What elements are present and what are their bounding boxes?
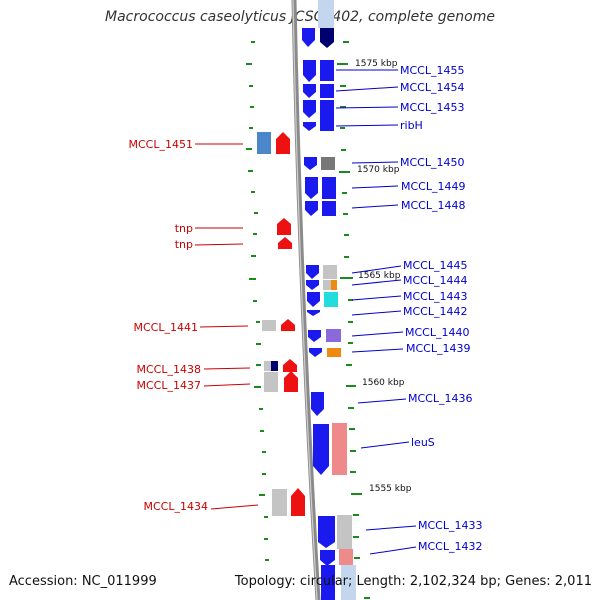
gene-leuS-b[interactable]: [332, 423, 347, 475]
gene-label[interactable]: MCCL_1436: [408, 392, 472, 405]
gene-MCCL_1439-b[interactable]: [327, 348, 341, 357]
gene-MCCL_1451-a[interactable]: [257, 132, 271, 154]
gene-label[interactable]: MCCL_1439: [406, 342, 470, 355]
gene-arrow-top-2[interactable]: [320, 28, 334, 48]
gene-MCCL_1439[interactable]: [309, 348, 322, 357]
gene-label[interactable]: ribH: [400, 119, 423, 132]
gene-MCCL_1444-b[interactable]: [323, 280, 331, 290]
scale-label: 1575 kbp: [355, 59, 398, 69]
gene-MCCL_1450[interactable]: [304, 157, 317, 170]
gene-ribH[interactable]: [303, 122, 316, 131]
gene-bottom-blue[interactable]: [321, 565, 335, 600]
gene-MCCL_1440-b[interactable]: [326, 329, 341, 342]
gene-MCCL_1433[interactable]: [318, 516, 335, 548]
gene-MCCL_1448-b[interactable]: [322, 201, 336, 216]
top-partial-genes: [302, 0, 334, 48]
gene-bottom-light[interactable]: [341, 565, 356, 600]
gene-MCCL_1449-b[interactable]: [322, 177, 336, 199]
gene-MCCL_1440[interactable]: [308, 330, 321, 342]
gene-label[interactable]: MCCL_1448: [401, 199, 465, 212]
gene-label[interactable]: MCCL_1444: [403, 274, 467, 287]
gene-label[interactable]: MCCL_1434: [144, 500, 208, 513]
gene-MCCL_1441[interactable]: [281, 319, 295, 331]
reverse-gene-labels: MCCL_1451 tnp tnp MCCL_1441 MCCL_1438 MC…: [129, 138, 208, 513]
gene-tnp-1[interactable]: [277, 218, 291, 235]
gene-MCCL_1450-b[interactable]: [321, 157, 335, 170]
gene-MCCL_1434-a[interactable]: [272, 489, 287, 516]
gene-MCCL_1445-b[interactable]: [323, 265, 337, 279]
gene-MCCL_1436[interactable]: [311, 392, 324, 416]
map-title: Macrococcus caseolyticus JCSC5402, compl…: [105, 9, 495, 25]
gene-MCCL_1443[interactable]: [307, 292, 320, 307]
gene-MCCL_1432-b[interactable]: [339, 549, 353, 565]
genome-backbone: [291, 0, 321, 600]
gene-MCCL_1449[interactable]: [305, 177, 318, 199]
gene-label[interactable]: MCCL_1450: [400, 156, 464, 169]
gene-label[interactable]: MCCL_1445: [403, 259, 467, 272]
genome-backbone-highlight: [292, 0, 318, 600]
gene-top-right-light[interactable]: [318, 0, 334, 28]
gene-MCCL_1443-b[interactable]: [324, 292, 338, 307]
gene-MCCL_1448[interactable]: [305, 201, 318, 216]
gene-label[interactable]: MCCL_1454: [400, 81, 464, 94]
gene-MCCL_1453[interactable]: [303, 100, 316, 118]
reverse-leader-lines: [194, 143, 259, 510]
gene-MCCL_1455[interactable]: [303, 60, 316, 82]
gene-MCCL_1438-b[interactable]: [271, 361, 278, 371]
scale-labels: 1575 kbp 1570 kbp 1565 kbp 1560 kbp 1555…: [355, 59, 412, 494]
gene-MCCL_1441-a[interactable]: [262, 320, 276, 331]
gene-label[interactable]: MCCL_1438: [137, 363, 201, 376]
tick-marks-left: [246, 41, 269, 561]
gene-tnp-2[interactable]: [278, 237, 292, 249]
reverse-strand-genes: [257, 132, 305, 516]
gene-leuS[interactable]: [313, 424, 329, 475]
gene-MCCL_1434[interactable]: [291, 488, 305, 516]
gene-MCCL_1437-a[interactable]: [264, 372, 278, 392]
gene-label[interactable]: MCCL_1449: [401, 180, 465, 193]
gene-label[interactable]: MCCL_1443: [403, 290, 467, 303]
gene-label[interactable]: MCCL_1455: [400, 64, 464, 77]
gene-arrow-top-1[interactable]: [302, 28, 315, 47]
scale-label: 1570 kbp: [357, 165, 400, 175]
gene-MCCL_1454[interactable]: [303, 84, 316, 98]
gene-MCCL_1454-b[interactable]: [320, 84, 334, 98]
gene-label[interactable]: MCCL_1437: [137, 379, 201, 392]
gene-label[interactable]: MCCL_1442: [403, 305, 467, 318]
gene-MCCL_1451[interactable]: [276, 132, 290, 154]
gene-MCCL_1438[interactable]: [283, 359, 297, 372]
gene-label[interactable]: MCCL_1432: [418, 540, 482, 553]
gene-label[interactable]: MCCL_1441: [134, 321, 198, 334]
gene-MCCL_1432[interactable]: [320, 550, 335, 566]
accession-label: Accession: NC_011999: [9, 574, 157, 589]
gene-label[interactable]: MCCL_1453: [400, 101, 464, 114]
gene-label[interactable]: MCCL_1433: [418, 519, 482, 532]
gene-MCCL_1445[interactable]: [306, 265, 319, 279]
gene-label[interactable]: MCCL_1440: [405, 326, 469, 339]
gene-MCCL_1455-b[interactable]: [320, 60, 334, 81]
gene-MCCL_1433-b[interactable]: [337, 515, 352, 549]
gene-MCCL_1444[interactable]: [306, 280, 319, 290]
forward-strand-genes: [303, 60, 353, 566]
bottom-partial-genes: [321, 565, 356, 600]
scale-label: 1555 kbp: [369, 484, 412, 494]
gene-MCCL_1442[interactable]: [307, 310, 320, 316]
scale-label: 1565 kbp: [358, 271, 401, 281]
forward-gene-labels: MCCL_1455 MCCL_1454 MCCL_1453 ribH MCCL_…: [400, 64, 482, 553]
gene-label[interactable]: tnp: [175, 222, 193, 235]
gene-label[interactable]: leuS: [411, 436, 435, 449]
gene-label[interactable]: MCCL_1451: [129, 138, 193, 151]
gene-label[interactable]: tnp: [175, 238, 193, 251]
gene-MCCL_1437[interactable]: [284, 371, 298, 392]
gene-MCCL_1444-c[interactable]: [331, 280, 337, 290]
scale-label: 1560 kbp: [362, 378, 405, 388]
topology-label: Topology: circular; Length: 2,102,324 bp…: [234, 574, 592, 589]
forward-leader-lines: [335, 69, 417, 555]
gene-MCCL_1453-b[interactable]: [320, 100, 334, 131]
